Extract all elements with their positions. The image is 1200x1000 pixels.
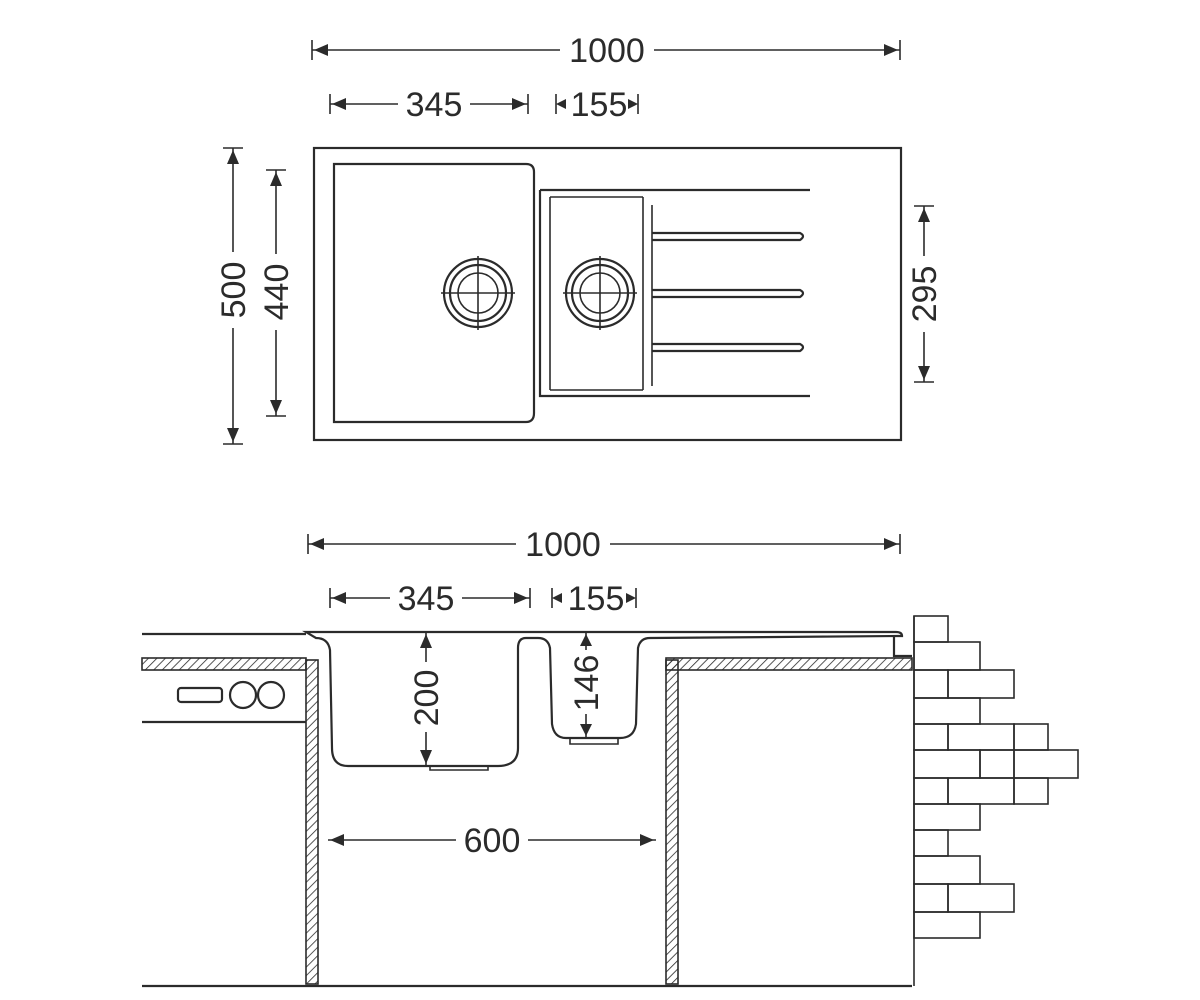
side-view: 1000 345 155	[141, 524, 1079, 988]
label-cabinet-width: 600	[464, 822, 521, 860]
dimension-small-bowl-height: 146	[568, 632, 606, 738]
dimension-overall-length-top: 1000	[311, 30, 901, 70]
cabinet	[142, 659, 912, 988]
brick-wall	[913, 615, 1079, 986]
label-drainer-depth: 295	[906, 266, 944, 323]
label-bowl-width-side: 345	[398, 580, 455, 618]
dimension-bowl-height: 200	[408, 632, 446, 766]
worktop-left	[141, 632, 307, 724]
knob-icon	[228, 680, 258, 710]
label-small-bowl-height: 146	[568, 655, 606, 712]
main-bowl	[332, 162, 536, 424]
dimension-overall-length-side: 1000	[307, 524, 901, 564]
knob-icon	[256, 680, 286, 710]
dimension-overall-depth: 500	[214, 147, 254, 445]
small-bowl-drainer	[538, 188, 810, 398]
label-small-bowl-width-top: 155	[571, 86, 628, 124]
sink-outline	[312, 146, 903, 442]
dimension-small-bowl-width-top: 155	[555, 86, 639, 124]
dimension-drainer-depth: 295	[905, 205, 945, 383]
label-overall-length-top: 1000	[569, 32, 645, 70]
label-bowl-depth: 440	[258, 264, 296, 321]
dimension-cabinet-width: 600	[328, 820, 656, 860]
top-view: 1000 345 155 500	[214, 30, 945, 445]
small-drain-icon	[563, 256, 637, 330]
label-bowl-height: 200	[408, 670, 446, 727]
appliance-controls	[176, 680, 286, 710]
label-overall-length-side: 1000	[525, 526, 601, 564]
dimension-bowl-width-top: 345	[329, 84, 529, 124]
main-drain-icon	[441, 256, 515, 330]
label-overall-depth: 500	[215, 262, 253, 319]
worktop-right	[665, 657, 913, 671]
dimension-small-bowl-width-side: 155	[551, 580, 637, 618]
drainer-ribs	[652, 231, 805, 353]
dimension-bowl-width-side: 345	[329, 578, 531, 618]
dimension-bowl-depth: 440	[257, 169, 297, 417]
label-small-bowl-width-side: 155	[568, 580, 625, 618]
sink-profile	[302, 630, 912, 771]
label-bowl-width-top: 345	[406, 86, 463, 124]
